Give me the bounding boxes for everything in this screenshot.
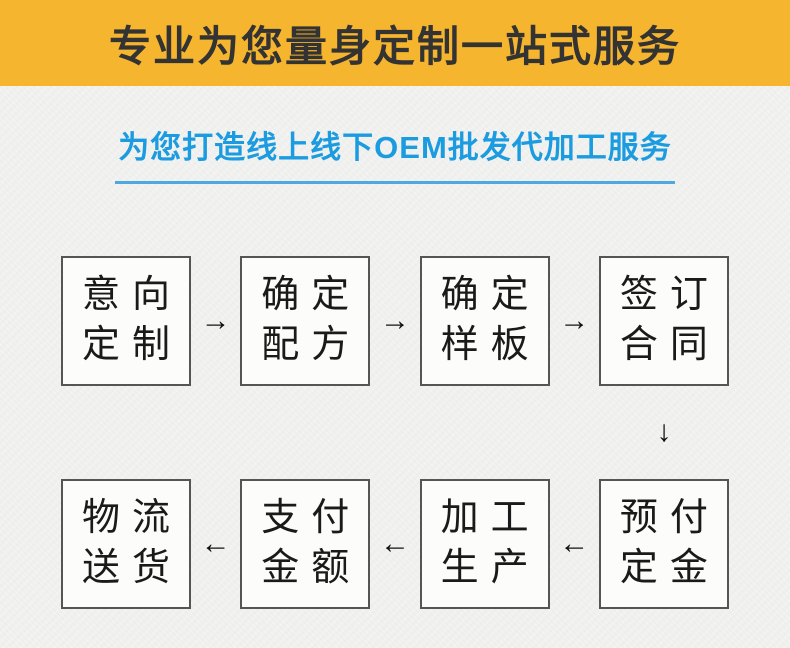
arrow-left-icon: ← [200, 526, 231, 560]
step-label: 确定 [440, 274, 541, 317]
step-label: 合同 [619, 323, 720, 366]
step-prepay-deposit: 预付 定金 [598, 478, 729, 609]
flow-row-1: 意向 定制 → 确定 配方 → 确定 样板 → 签订 合同 [61, 255, 729, 386]
step-label: 预付 [619, 497, 720, 540]
step-label: 定制 [81, 323, 182, 366]
flow-connector: ↓ [61, 386, 729, 478]
arrow-left-icon: ← [379, 526, 410, 560]
step-processing-production: 加工 生产 [419, 478, 550, 609]
step-confirm-formula: 确定 配方 [240, 255, 371, 386]
subtitle-underline [115, 181, 675, 184]
flowchart: 意向 定制 → 确定 配方 → 确定 样板 → 签订 合同 ↓ 物流 [61, 255, 729, 609]
arrow-right-icon: → [559, 303, 590, 337]
subtitle-text: 为您打造线上线下OEM批发代加工服务 [118, 130, 672, 165]
banner-title: 专业为您量身定制一站式服务 [108, 22, 681, 70]
step-label: 送货 [81, 546, 182, 589]
step-sign-contract: 签订 合同 [598, 255, 729, 386]
arrow-right-icon: → [200, 303, 231, 337]
step-label: 配方 [261, 323, 362, 366]
arrow-left-icon: ← [559, 526, 590, 560]
banner: 专业为您量身定制一站式服务 [0, 0, 790, 86]
arrow-right-icon: → [379, 303, 410, 337]
step-logistics-delivery: 物流 送货 [61, 478, 191, 609]
step-label: 支付 [261, 497, 362, 540]
step-label: 签订 [619, 274, 720, 317]
step-confirm-sample: 确定 样板 [419, 255, 550, 386]
step-label: 定金 [619, 546, 720, 589]
step-label: 样板 [440, 323, 541, 366]
flow-row-2: 物流 送货 ← 支付 金额 ← 加工 生产 ← 预付 定金 [61, 478, 729, 609]
step-label: 物流 [81, 497, 182, 540]
step-label: 金额 [261, 546, 362, 589]
step-intent-custom: 意向 定制 [61, 255, 191, 386]
subtitle-block: 为您打造线上线下OEM批发代加工服务 [0, 122, 790, 184]
step-label: 确定 [261, 274, 362, 317]
arrow-down-icon: ↓ [656, 415, 672, 448]
step-pay-amount: 支付 金额 [240, 478, 371, 609]
step-label: 意向 [81, 274, 182, 317]
step-label: 生产 [440, 546, 541, 589]
step-label: 加工 [440, 497, 541, 540]
